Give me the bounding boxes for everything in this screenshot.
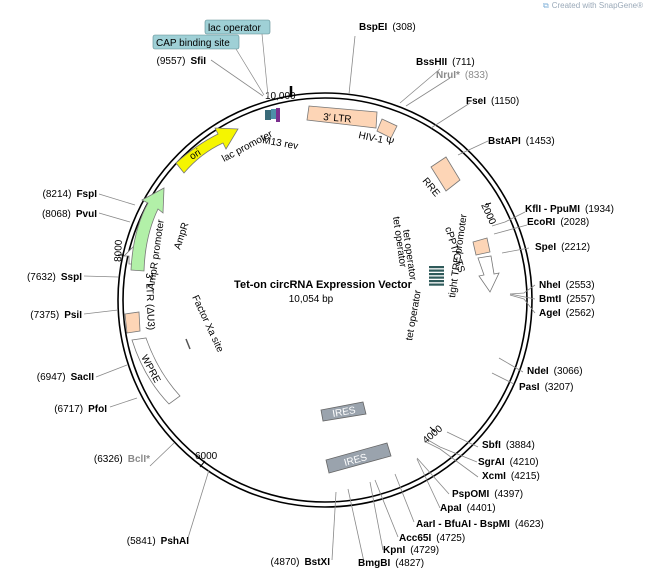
lac-operator-box xyxy=(204,19,271,35)
site-xcmi[interactable]: XcmI(4215) xyxy=(482,471,540,482)
site-bstxi[interactable]: (4870)BstXI xyxy=(271,557,331,568)
ltr-du3-label: 3′ LTR (ΔU3) xyxy=(143,273,156,331)
credit-text: Created with SnapGene® xyxy=(551,1,643,10)
site-sbfi[interactable]: SbfI(3884) xyxy=(482,440,535,451)
ampr-label: AmpR xyxy=(172,221,191,251)
ruler-tick-6000: 6000 xyxy=(195,451,218,462)
tet-operator-stack xyxy=(429,266,444,286)
site-pshai[interactable]: (5841)PshAI xyxy=(127,536,189,547)
site-agei[interactable]: AgeI(2562) xyxy=(539,308,595,319)
site-apai[interactable]: ApaI(4401) xyxy=(440,503,496,514)
backbone-inner-ring xyxy=(122,97,528,503)
site-bstapi[interactable]: BstAPI(1453) xyxy=(488,136,555,147)
site-bmgbi[interactable]: BmgBI(4827) xyxy=(358,558,424,569)
ori-label: ori xyxy=(188,147,203,162)
hiv-psi-feature xyxy=(376,118,398,139)
site-fspi[interactable]: (8214)FspI xyxy=(43,189,98,200)
ruler-tick-mark xyxy=(484,202,492,206)
ruler-tick-mark xyxy=(429,426,436,433)
plasmid-name: Tet-on circRNA Expression Vector xyxy=(234,279,413,291)
site-spei[interactable]: SpeI(2212) xyxy=(535,242,590,253)
ruler-tick-10000: 10,000 xyxy=(265,91,296,102)
site-pvui[interactable]: (8068)PvuI xyxy=(42,209,97,220)
wpre-feature xyxy=(131,337,181,405)
cap-binding-site-box xyxy=(152,34,240,50)
tet-operator-label-3: tet operator xyxy=(404,289,424,342)
ruler-tick-mark xyxy=(199,460,206,468)
site-sgrai[interactable]: SgrAI(4210) xyxy=(478,457,539,468)
site-pfoi[interactable]: (6717)PfoI xyxy=(54,404,107,415)
lac-operator-mark xyxy=(271,109,276,119)
factor-xa-site-label: Factor Xa site xyxy=(189,294,225,355)
rre-feature xyxy=(430,156,461,192)
site-bspei[interactable]: BspEI(308) xyxy=(359,22,416,33)
snapgene-logo-icon: ⧉ xyxy=(543,1,549,10)
cppt-feature xyxy=(472,237,491,256)
site-psii[interactable]: (7375)PsiI xyxy=(30,310,82,321)
ltr-top-label: 3′ LTR xyxy=(323,112,352,125)
ori-arrow xyxy=(175,127,239,174)
ires-1-label: IRES xyxy=(332,405,357,420)
ruler-tick-8000: 8000 xyxy=(113,239,125,262)
site-pspomi[interactable]: PspOMI(4397) xyxy=(452,489,523,500)
snapgene-credit: ⧉Created with SnapGene® xyxy=(543,1,643,11)
site-pasi[interactable]: PasI(3207) xyxy=(519,382,573,393)
site-nrui[interactable]: NruI*(833) xyxy=(436,70,488,81)
ampr-arrow xyxy=(130,187,165,272)
site-aari-bfuai-bspmi[interactable]: AarI - BfuAI - BspMI(4623) xyxy=(416,519,544,530)
site-kpni[interactable]: KpnI(4729) xyxy=(383,545,439,556)
cap-binding-site-box-label: CAP binding site xyxy=(156,38,230,49)
ruler-tick-2000: 2000 xyxy=(478,202,498,227)
ires-2-feature xyxy=(325,442,392,474)
site-bmti[interactable]: BmtI(2557) xyxy=(539,294,595,305)
factor-xa-site-mark xyxy=(185,338,191,350)
cap-site-leader xyxy=(235,48,265,96)
site-sfii[interactable]: (9557)SfiI xyxy=(157,56,207,67)
tight-tre-promoter-arrow xyxy=(477,255,500,293)
site-bcli[interactable]: (6326)BclI* xyxy=(94,454,150,465)
cap-site-mark xyxy=(265,110,271,120)
site-sspi[interactable]: (7632)SspI xyxy=(27,272,82,283)
plasmid-size: 10,054 bp xyxy=(289,294,334,305)
site-nhei[interactable]: NheI(2553) xyxy=(539,280,595,291)
m13-rev-label: M13 rev xyxy=(261,135,298,152)
ires-1-feature xyxy=(320,401,367,422)
site-acc65i[interactable]: Acc65I(4725) xyxy=(399,533,465,544)
m13-rev-mark xyxy=(276,108,280,122)
lac-operator-leader xyxy=(261,33,269,97)
backbone-outer-ring xyxy=(117,92,533,508)
site-fsei[interactable]: FseI(1150) xyxy=(466,96,519,107)
site-kfli-ppumi[interactable]: KflI - PpuMI(1934) xyxy=(525,204,614,215)
site-ecori[interactable]: EcoRI(2028) xyxy=(527,217,589,228)
lac-operator-box-label: lac operator xyxy=(208,23,261,34)
ltr-top-feature xyxy=(306,105,378,129)
ltr-du3-feature xyxy=(124,311,141,334)
site-ndei[interactable]: NdeI(3066) xyxy=(527,366,583,377)
site-bsshii[interactable]: BssHII(711) xyxy=(416,57,475,68)
site-sacii[interactable]: (6947)SacII xyxy=(37,372,94,383)
site-leader-lines xyxy=(83,35,536,563)
